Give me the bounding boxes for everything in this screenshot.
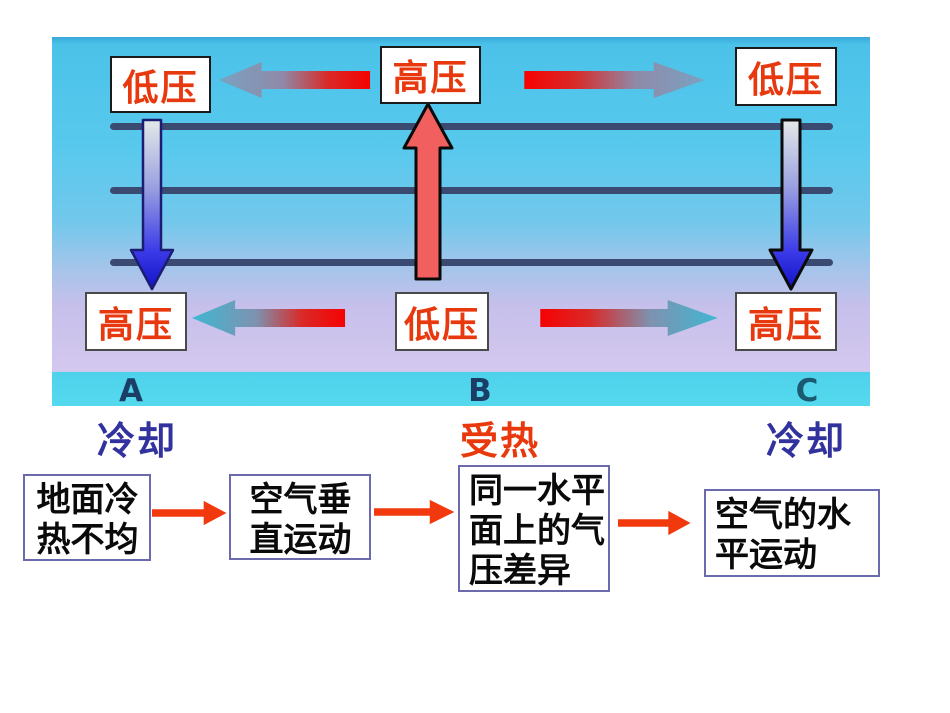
flow-arrow-2-icon: [374, 499, 455, 525]
upper-wind-right-arrow-icon: [524, 62, 705, 98]
pressure-box-bottom-center: 低压: [395, 292, 489, 351]
flow-arrow-3-icon: [618, 510, 691, 536]
flow-step-line: 同一水平: [469, 471, 605, 511]
pressure-box-top-left: 低压: [110, 56, 211, 113]
isobar-line-lower: [110, 259, 833, 266]
downdraft-right-arrow-icon: [768, 118, 814, 291]
downdraft-left-arrow-icon: [129, 118, 175, 291]
point-label-c: C: [795, 373, 819, 409]
point-label-a: A: [119, 373, 143, 409]
surface-label-heat-center: 受热: [459, 419, 541, 463]
flow-step-line: 平运动: [715, 535, 817, 575]
surface-label-cool-right: 冷却: [765, 419, 847, 463]
flow-arrow-1-icon: [152, 500, 227, 526]
upper-wind-left-arrow-icon: [218, 62, 371, 98]
surface-label-cool-left: 冷却: [96, 419, 178, 463]
updraft-center-arrow-icon: [402, 102, 454, 281]
flow-step-line: 热不均: [36, 520, 139, 560]
flow-step-line: 空气垂: [249, 480, 352, 520]
surface-wind-right-arrow-icon: [540, 300, 718, 336]
flow-step-line: 直运动: [249, 520, 352, 560]
circulation-diagram-panel: 低压 高压 低压 高压 低压 高压 A B C: [52, 37, 870, 409]
pressure-box-top-right: 低压: [735, 47, 837, 106]
pressure-box-top-center: 高压: [380, 46, 481, 104]
point-label-b: B: [468, 373, 492, 409]
flow-step-vertical-motion: 空气垂 直运动: [229, 474, 371, 560]
pressure-box-bottom-right: 高压: [735, 292, 837, 351]
isobar-line-middle: [110, 187, 833, 194]
surface-wind-left-arrow-icon: [191, 300, 346, 336]
flow-step-line: 压差异: [469, 551, 571, 591]
flow-step-pressure-difference: 同一水平 面上的气 压差异: [458, 465, 610, 592]
flow-step-horizontal-motion: 空气的水 平运动: [704, 489, 880, 577]
pressure-box-bottom-left: 高压: [85, 292, 187, 351]
flow-step-line: 面上的气: [469, 511, 605, 551]
flow-step-line: 地面冷: [36, 480, 139, 520]
isobar-line-upper: [110, 123, 833, 130]
flow-step-uneven-heating: 地面冷 热不均: [23, 474, 151, 561]
flow-step-line: 空气的水: [715, 495, 851, 535]
